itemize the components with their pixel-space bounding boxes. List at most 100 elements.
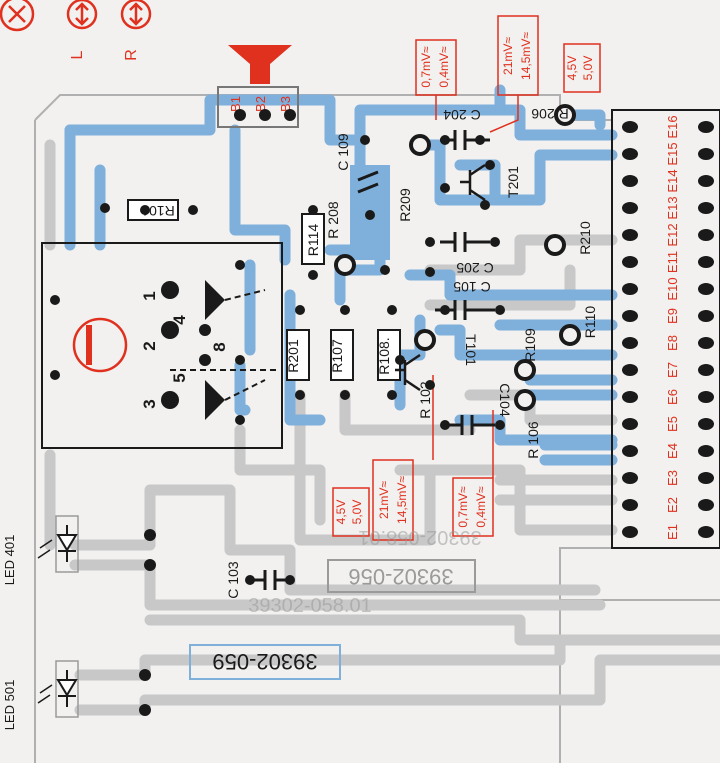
svg-text:14,5mV≈: 14,5mV≈ [519,32,533,80]
edge-pad-e16 [622,121,638,133]
svg-text:0,7mV≈: 0,7mV≈ [456,486,470,528]
label-r114: R114 [305,224,321,257]
led-icon [37,660,79,718]
label-b3: B3 [278,96,293,112]
svg-text:5: 5 [170,373,189,382]
edge-label-e7: E7 [665,362,680,378]
edge-pad-e3 [698,472,714,484]
label-r210: R210 [577,221,593,255]
edge-pad-e15 [622,148,638,160]
edge-pad-e13 [698,202,714,214]
edge-pad-e5 [698,418,714,430]
svg-text:5,0V: 5,0V [350,500,364,525]
switch-contacts [205,280,225,420]
annotation-bottom-mid: 21mV≈ 14,5mV≈ [372,459,414,541]
svg-text:4,5V: 4,5V [565,56,579,81]
edge-label-e14: E14 [665,169,680,192]
edge-pad-e7 [622,364,638,376]
svg-text:14,5mV≈: 14,5mV≈ [395,476,409,524]
ring-pads [334,104,581,411]
speaker-icon [228,45,292,84]
edge-pad-e16 [698,121,714,133]
edge-label-e12: E12 [665,223,680,246]
svg-text:0,4mV≈: 0,4mV≈ [474,486,488,528]
edge-pad-e9 [622,310,638,322]
annotation-leaders-bottom [432,375,494,478]
edge-label-e2: E2 [665,497,680,513]
label-r109: R109 [522,328,538,362]
capacitor-symbols [250,130,495,590]
label-c109: C 109 [335,133,351,171]
switch-housing [41,242,283,449]
part-number-1: 39302-056 [348,564,453,589]
edge-label-e5: E5 [665,416,680,432]
svg-text:0,7mV≈: 0,7mV≈ [419,46,433,88]
edge-pad-e9 [698,310,714,322]
label-r102: R 102 [417,381,433,419]
edge-label-e6: E6 [665,389,680,405]
gray-traces [44,139,720,716]
edge-pad-e12 [698,229,714,241]
edge-pad-e2 [698,499,714,511]
annotation-leaders-top [435,95,519,133]
edge-pad-e5 [622,418,638,430]
edge-pad-e7 [698,364,714,376]
edge-label-e16: E16 [665,115,680,138]
edge-label-e4: E4 [665,443,680,459]
edge-pad-e8 [698,337,714,349]
transistor-symbols [395,163,486,392]
label-r110: R110 [582,306,598,339]
part-number-2: 39302-059 [212,649,317,674]
edge-connector [611,109,720,549]
svg-text:8: 8 [210,342,229,351]
svg-text:21mV≈: 21mV≈ [377,481,391,519]
edge-pad-e6 [622,391,638,403]
label-led501: LED 501 [2,680,17,731]
edge-pad-e11 [698,256,714,268]
annotation-top-mid: 21mV≈ 14,5mV≈ [497,15,539,96]
edge-pad-e14 [622,175,638,187]
edge-pad-e4 [698,445,714,457]
resistor-bodies [127,199,401,381]
svg-text:21mV≈: 21mV≈ [501,37,515,75]
edge-pad-e10 [622,283,638,295]
edge-pad-e12 [622,229,638,241]
edge-label-e3: E3 [665,470,680,486]
edge-pad-e11 [622,256,638,268]
label-r101: R101 [141,203,175,219]
part-number-box-1 [327,559,476,593]
edge-connector-pads [622,121,714,538]
label-b2: B2 [253,96,268,112]
edge-pad-e8 [622,337,638,349]
svg-text:1: 1 [140,291,159,300]
close-circle-icon [0,0,35,32]
label-r106: R 106 [525,421,541,459]
edge-pad-e15 [698,148,714,160]
edge-pad-e4 [622,445,638,457]
switch-pin-labels: 1 2 3 4 5 8 [140,291,229,408]
edge-pad-e2 [622,499,638,511]
balance-knob-icon [66,0,152,30]
svg-text:4,5V: 4,5V [334,500,348,525]
svg-text:0,4mV≈: 0,4mV≈ [437,46,451,88]
label-t201: T201 [505,166,521,198]
label-b1: B1 [228,96,243,112]
switch-linkage [170,289,280,401]
edge-pad-e14 [698,175,714,187]
annotation-bottom-left: 4,5V 5,0V [332,487,370,537]
edge-pad-e10 [698,283,714,295]
edge-pad-e1 [622,526,638,538]
edge-label-e13: E13 [665,196,680,219]
switch-knob [72,317,128,373]
annotation-bottom-right: 0,7mV≈ 0,4mV≈ [452,477,494,537]
label-c103: C 103 [225,561,241,599]
part-number-mirror: 39302-058.01 [248,595,371,617]
label-channel-left: L [69,50,86,59]
label-c204: C 204 [443,107,481,123]
label-channel-right: R [123,49,140,61]
edge-pad-e13 [622,202,638,214]
edge-pad-e6 [698,391,714,403]
component-labels: R101 R114 R 208 C 109 C 204 R 206 R209 T… [141,106,598,599]
